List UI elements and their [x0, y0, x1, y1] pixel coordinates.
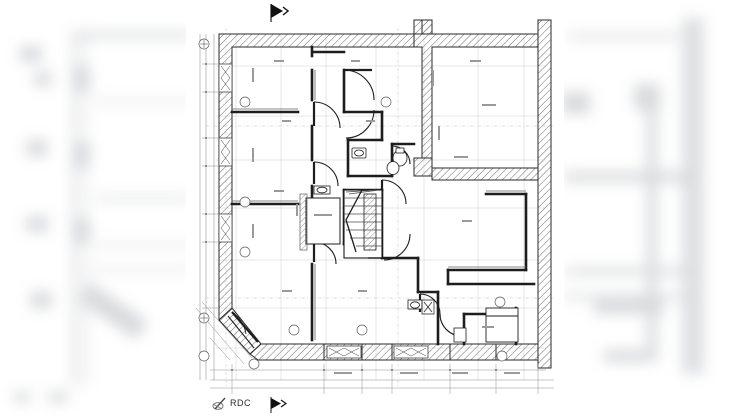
closet [305, 197, 341, 245]
grid-marker-crosses [200, 40, 208, 322]
blurred-backdrop-right [554, 0, 750, 420]
window-sash-symbols [220, 65, 427, 357]
floor-plan-drawing [195, 19, 554, 394]
counter [485, 307, 519, 343]
entry-door [227, 311, 259, 349]
fixture-details [421, 299, 435, 315]
partition-faces [232, 70, 526, 340]
wing-walls [413, 33, 539, 181]
basin-icon [386, 161, 400, 175]
blurred-backdrop-left [0, 0, 192, 420]
north-arrow-top [263, 2, 290, 24]
shower-icon [453, 327, 467, 343]
closet-wall [299, 193, 308, 251]
plan-sheet [186, 8, 564, 394]
pen-annotation-icon [212, 396, 228, 412]
north-arrow-bottom [265, 396, 288, 414]
micro-annotations [274, 60, 520, 374]
plumbing-fixtures [313, 147, 467, 343]
staircase [343, 189, 383, 259]
window-openings [218, 63, 429, 359]
micro-annotations-vertical [252, 68, 440, 238]
dimension-ticks [205, 63, 497, 371]
sheet-label-rdc: RDC [230, 398, 251, 408]
